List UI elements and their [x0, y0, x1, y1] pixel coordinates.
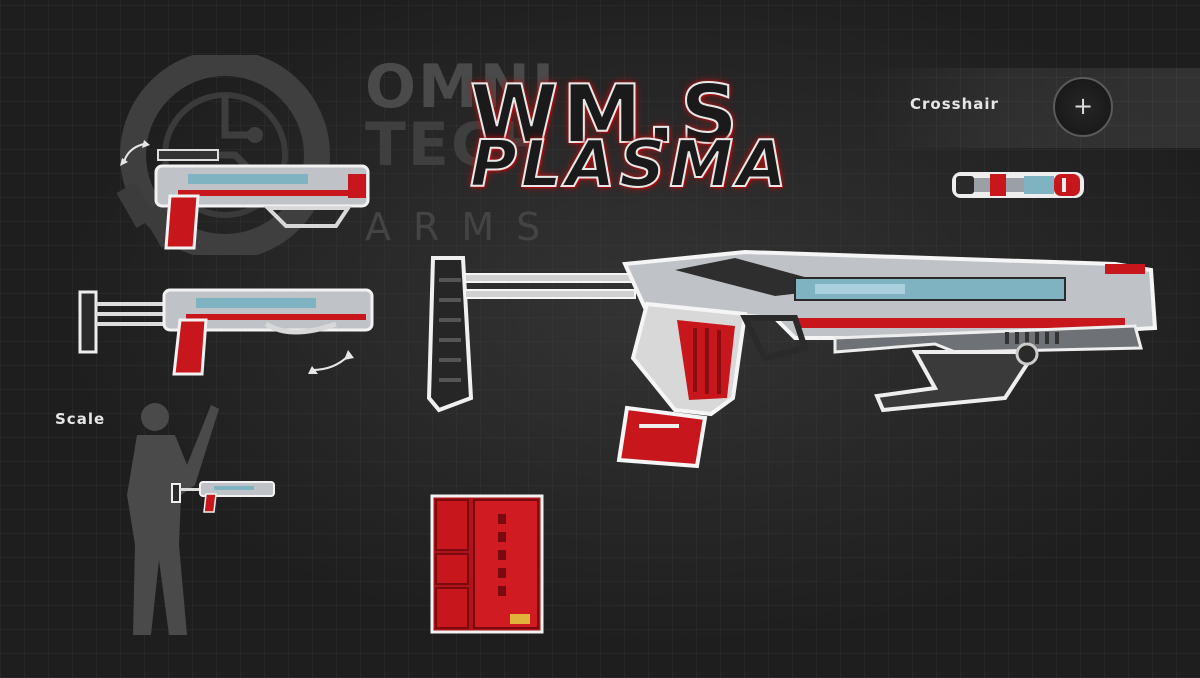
brand-line-2: TECH [365, 110, 550, 180]
crosshair-label: Crosshair [910, 95, 999, 113]
scale-label: Scale [55, 410, 106, 428]
weapon-title-line-2: PLASMA [469, 127, 791, 203]
rotate-arrow-icon [311, 355, 349, 371]
crosshair-icon: + [1053, 77, 1113, 137]
brand-line-3: ARMS [365, 205, 563, 249]
brand-line-1: OMNI [365, 52, 557, 122]
soldier-silhouette-icon [127, 403, 219, 635]
rotate-arrow-icon [123, 143, 145, 163]
magazine-texture [430, 494, 544, 634]
scope-attachment [952, 172, 1084, 198]
weapon-scale-model [171, 481, 275, 513]
weapon-variant-folded [120, 140, 370, 250]
weapon-variant-extended [78, 288, 374, 376]
header-stripe [870, 68, 1200, 148]
weapon-title-line-1: WM.S [469, 67, 742, 162]
main-weapon-render [426, 249, 1158, 469]
crosshair-symbol: + [1072, 92, 1094, 120]
